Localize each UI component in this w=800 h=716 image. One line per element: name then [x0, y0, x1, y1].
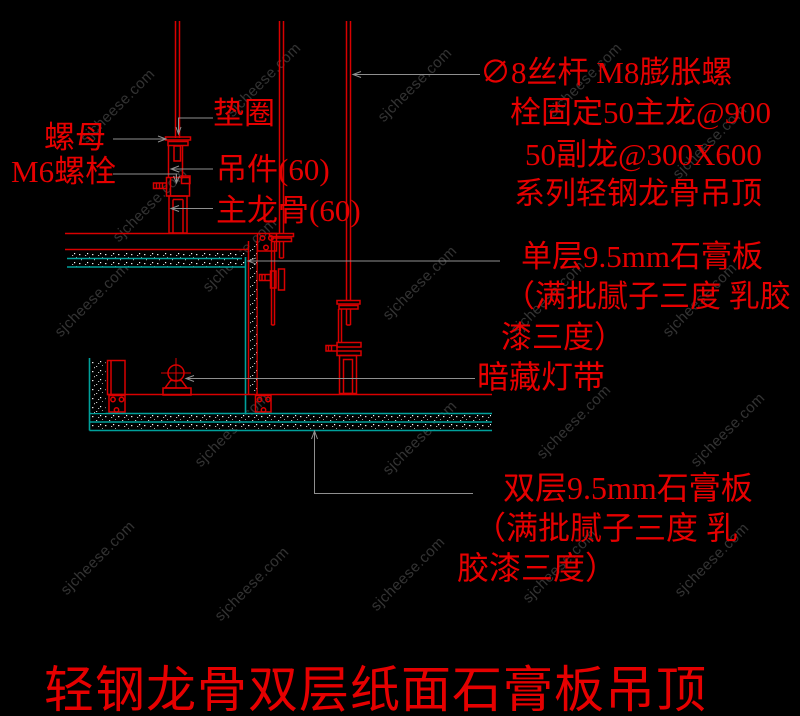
single-board-line3: 漆三度）	[501, 320, 625, 355]
double-board-line2: （满批腻子三度 乳	[474, 510, 739, 546]
hanger-assembly-1	[152, 136, 192, 234]
rod-note-line1: ∅8丝杆 M8膨胀螺	[480, 55, 733, 90]
drawing-title: 轻钢龙骨双层纸面石膏板吊顶	[44, 662, 707, 716]
lower-ceiling-double-board	[89, 393, 492, 432]
rod-note-line4: 系列轻钢龙骨吊顶	[514, 176, 762, 211]
double-board-line3: 胶漆三度）	[457, 550, 618, 586]
callout-main-runner: 主龙骨(60)	[216, 193, 361, 228]
hanger-assembly-2	[258, 232, 295, 326]
callout-m6-bolt: M6螺栓	[11, 154, 117, 189]
single-board-line1: 单层9.5mm石膏板	[521, 239, 763, 274]
callout-concealed-light: 暗藏灯带	[477, 359, 606, 395]
double-board-line1: 双层9.5mm石膏板	[503, 470, 753, 506]
rod-note-line2: 栓固定50主龙@900	[510, 95, 772, 130]
callout-washer: 垫圈	[213, 96, 275, 131]
callout-nut: 螺母	[44, 120, 106, 155]
hanger-assembly-3	[325, 299, 362, 395]
suspension-rods	[174, 21, 352, 300]
upper-ceiling-single-board	[65, 232, 278, 413]
leader-lines	[113, 71, 500, 494]
left-return-edge	[88, 358, 126, 431]
callout-hanger: 吊件(60)	[216, 152, 330, 187]
single-board-line2: （满批腻子三度 乳胶	[504, 279, 791, 314]
concealed-light-icon	[161, 358, 192, 396]
rod-note-line3: 50副龙@300X600	[525, 137, 762, 172]
